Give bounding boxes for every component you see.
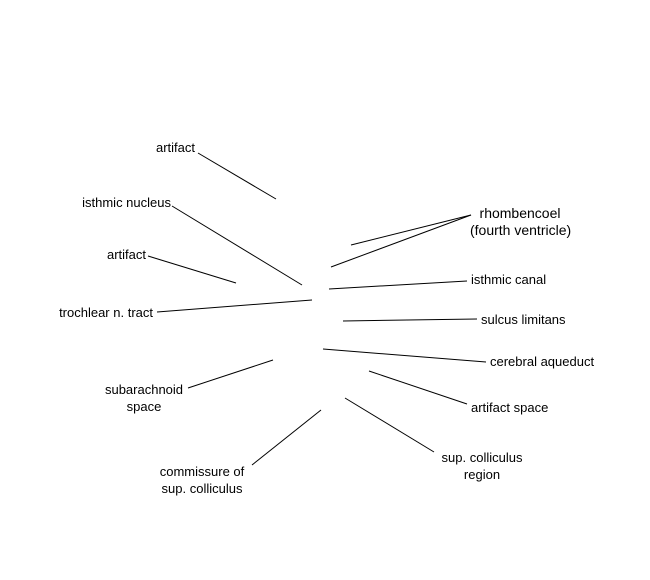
label-text: trochlear n. tract [59, 305, 153, 320]
leader-line-commissure [251, 409, 322, 466]
label-isthmic-nucleus: isthmic nucleus [82, 194, 171, 211]
label-text: sup. colliculus [161, 481, 243, 496]
label-isthmic-canal: isthmic canal [471, 271, 546, 288]
label-text: subarachnoid [104, 382, 184, 397]
label-text: sup. colliculus [441, 450, 523, 465]
label-sulcus-limitans: sulcus limitans [481, 311, 566, 328]
label-artifact-space: artifact space [471, 399, 548, 416]
label-trochlear-tract: trochlear n. tract [59, 304, 153, 321]
label-text: artifact [106, 247, 146, 262]
leader-line-trochlear-tract [156, 299, 313, 313]
label-text: commissure of [159, 464, 245, 479]
label-sup-colliculus-region: sup. colliculus region [432, 449, 532, 483]
label-artifact-top: artifact [156, 139, 195, 156]
leader-line-subarachnoid [187, 359, 274, 389]
label-text: region [463, 467, 501, 482]
leader-line-sulcus-limitans [342, 318, 478, 322]
leader-line-artifact-mid [147, 255, 237, 284]
label-commissure-sup-colliculus: commissure of sup. colliculus [150, 463, 254, 497]
label-text: artifact space [471, 400, 549, 415]
leader-line-artifact-space [368, 370, 468, 405]
label-artifact-mid: artifact [107, 246, 146, 263]
leader-line-cerebral-aqueduct [322, 348, 487, 363]
label-text: sulcus limitans [481, 312, 566, 327]
label-cerebral-aqueduct: cerebral aqueduct [490, 353, 594, 370]
label-text: space [126, 399, 162, 414]
leader-line-rhombencoel-b [330, 214, 472, 268]
leader-line-isthmic-nucleus [171, 205, 303, 286]
label-text: isthmic canal [471, 272, 547, 287]
label-text: rhombencoel [479, 205, 561, 221]
leader-line-artifact-top [197, 152, 277, 200]
label-text: cerebral aqueduct [490, 354, 595, 369]
label-text: (fourth ventricle) [470, 222, 572, 238]
leader-line-rhombencoel-a [350, 214, 472, 246]
label-subarachnoid-space: subarachnoid space [96, 381, 192, 415]
label-rhombencoel: rhombencoel (fourth ventricle) [470, 205, 572, 239]
label-text: isthmic nucleus [82, 195, 171, 210]
leader-line-sup-colliculus [344, 397, 435, 453]
leader-line-isthmic-canal [328, 280, 468, 290]
label-text: artifact [155, 140, 195, 155]
